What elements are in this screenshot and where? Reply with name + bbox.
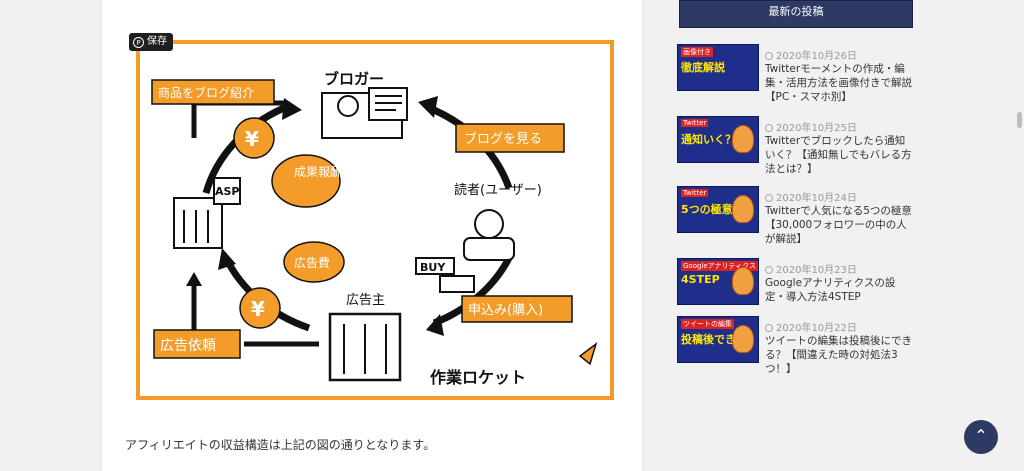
recent-post[interactable]: 画像付き 徹底解説 2020年10月26日 Twitterモーメントの作成・編集… — [677, 44, 917, 104]
reader-label: 読者(ユーザー) — [454, 182, 542, 198]
recent-posts-title: 最新の投稿 — [679, 0, 913, 28]
character-icon — [732, 325, 754, 353]
pinterest-save-button[interactable]: P 保存 — [129, 33, 173, 51]
affiliate-diagram: ブロガー 商品をブログ紹介 ブログを見る ¥ 成果報酬 ASP 読者(ユーザー)… — [136, 40, 614, 400]
post-thumbnail[interactable]: Twitter 5つの極意 — [677, 186, 759, 233]
post-title-link[interactable]: Googleアナリティクスの設定・導入方法4STEP — [765, 277, 896, 303]
scrollbar-thumb[interactable] — [1017, 112, 1022, 128]
blogger-label: ブロガー — [324, 70, 384, 88]
post-date: 2020年10月25日 — [765, 119, 857, 134]
cart-icon — [439, 275, 475, 293]
back-to-top-button[interactable]: ⌃ — [964, 420, 998, 454]
character-icon — [732, 195, 754, 223]
post-thumbnail[interactable]: Googleアナリティクス 4STEP — [677, 258, 759, 305]
ad-request-label: 広告依頼 — [160, 338, 216, 354]
post-date: 2020年10月26日 — [765, 47, 857, 62]
clock-icon — [765, 52, 773, 60]
clock-icon — [765, 266, 773, 274]
character-icon — [732, 267, 754, 295]
recent-post[interactable]: ツイートの編集 投稿後できる？ 2020年10月22日 ツイートの編集は投稿後に… — [677, 316, 917, 376]
post-thumbnail[interactable]: Twitter 通知いく？ — [677, 116, 759, 163]
save-label: 保存 — [147, 36, 167, 47]
svg-text:成果報酬: 成果報酬 — [294, 165, 342, 179]
post-thumbnail[interactable]: ツイートの編集 投稿後できる？ — [677, 316, 759, 363]
chevron-up-icon: ⌃ — [974, 426, 988, 445]
reward-bubble — [271, 154, 341, 208]
post-date: 2020年10月23日 — [765, 261, 857, 276]
recent-post[interactable]: Twitter 5つの極意 2020年10月24日 Twitterで人気になる5… — [677, 186, 917, 246]
asp-building-icon — [173, 197, 223, 249]
post-thumbnail[interactable]: 画像付き 徹底解説 — [677, 44, 759, 91]
clock-icon — [765, 124, 773, 132]
post-date: 2020年10月22日 — [765, 319, 857, 334]
recent-post[interactable]: Googleアナリティクス 4STEP 2020年10月23日 Googleアナ… — [677, 258, 917, 318]
post-title-link[interactable]: Twitterでブロックしたら通知いく？【通知無しでもバレる方法とは？】 — [765, 135, 912, 175]
advertiser-label: 広告主 — [346, 293, 385, 308]
pinterest-icon: P — [133, 36, 144, 48]
reader-icon — [474, 209, 504, 239]
ad-fee-bubble — [283, 241, 345, 283]
post-title-link[interactable]: Twitterで人気になる5つの極意【30,000フォロワーの中の人が解説】 — [765, 205, 912, 245]
svg-text:広告費: 広告費 — [294, 255, 330, 270]
recent-post[interactable]: Twitter 通知いく？ 2020年10月25日 Twitterでブロックした… — [677, 116, 917, 176]
brand-label: 作業ロケット — [430, 368, 526, 387]
post-title-link[interactable]: Twitterモーメントの作成・編集・活用方法を画像付きで解説【PC・スマホ別】 — [765, 63, 912, 103]
asp-label: ASP — [215, 185, 240, 198]
yen-coin-bottom: ¥ — [251, 297, 265, 321]
clock-icon — [765, 194, 773, 202]
post-date: 2020年10月24日 — [765, 189, 857, 204]
yen-coin-top: ¥ — [245, 127, 259, 151]
post-title-link[interactable]: ツイートの編集は投稿後にできる？【間違えた時の対処法3つ！】 — [765, 335, 912, 375]
article-caption: アフィリエイトの収益構造は上記の図の通りとなります。 — [125, 438, 436, 452]
intro-product-label: 商品をブログ紹介 — [158, 85, 254, 100]
rocket-icon — [578, 342, 598, 366]
article-body: ブロガー 商品をブログ紹介 ブログを見る ¥ 成果報酬 ASP 読者(ユーザー)… — [101, 0, 643, 471]
clock-icon — [765, 324, 773, 332]
see-blog-label: ブログを見る — [464, 131, 542, 147]
buy-label: BUY — [420, 261, 446, 274]
apply-label: 申込み(購入) — [468, 303, 543, 318]
character-icon — [732, 125, 754, 153]
